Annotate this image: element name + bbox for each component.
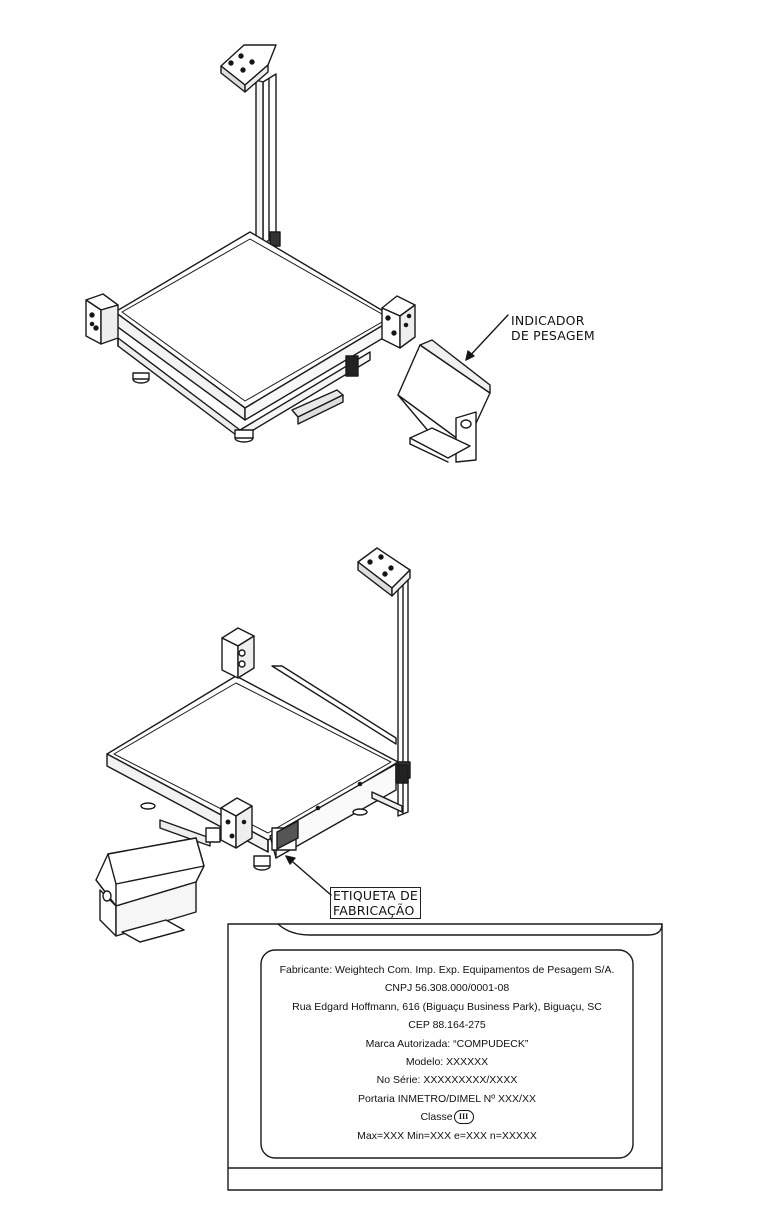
plate-line-cnpj: CNPJ 56.308.000/0001-08 — [384, 982, 510, 995]
bottom-scale-drawing — [95, 547, 411, 943]
classe-label: Classe — [420, 1111, 453, 1124]
plate-line-portaria: Portaria INMETRO/DIMEL Nº XXX/XX — [358, 1092, 536, 1105]
callout-line: DE PESAGEM — [511, 328, 595, 343]
callout-line: INDICADOR — [511, 313, 585, 328]
callout-line: ETIQUETA DE — [333, 888, 419, 903]
plate-line-model: Modelo: XXXXXX — [405, 1055, 489, 1068]
classe-symbol: III — [453, 1110, 474, 1125]
callout-line: FABRICAÇÃO — [333, 903, 415, 918]
indicador-callout: INDICADOR DE PESAGEM — [511, 313, 595, 343]
bottom-corner-blocks — [205, 627, 409, 849]
plate-line-serial: No Série: XXXXXXXXX/XXXX — [376, 1074, 518, 1087]
plate-line-brand: Marca Autorizada: “COMPUDECK” — [365, 1037, 529, 1050]
top-corner-blocks — [85, 293, 416, 349]
top-column — [220, 44, 281, 247]
plate-line-cep: CEP 88.164-275 — [408, 1019, 486, 1032]
indicador-leader — [465, 314, 509, 361]
plate-line-manufacturer: Fabricante: Weightech Com. Imp. Exp. Equ… — [279, 964, 615, 976]
bottom-column — [357, 547, 411, 817]
bottom-indicator — [95, 837, 205, 943]
etiqueta-leader — [285, 855, 332, 896]
top-scale-drawing — [85, 44, 509, 463]
top-platform — [114, 231, 396, 443]
plate-line-capacity: Max=XXX Min=XXX e=XXX n=XXXXX — [357, 1129, 537, 1142]
label-plate-frame — [227, 923, 663, 1191]
bottom-platform — [106, 665, 403, 871]
plate-line-address: Rua Edgard Hoffmann, 616 (Biguaçu Busine… — [292, 1000, 602, 1013]
etiqueta-callout: ETIQUETA DE FABRICAÇÃO — [330, 887, 422, 919]
manufacturer-label-plate: Fabricante: Weightech Com. Imp. Exp. Equ… — [261, 950, 633, 1158]
top-indicator — [397, 339, 491, 463]
